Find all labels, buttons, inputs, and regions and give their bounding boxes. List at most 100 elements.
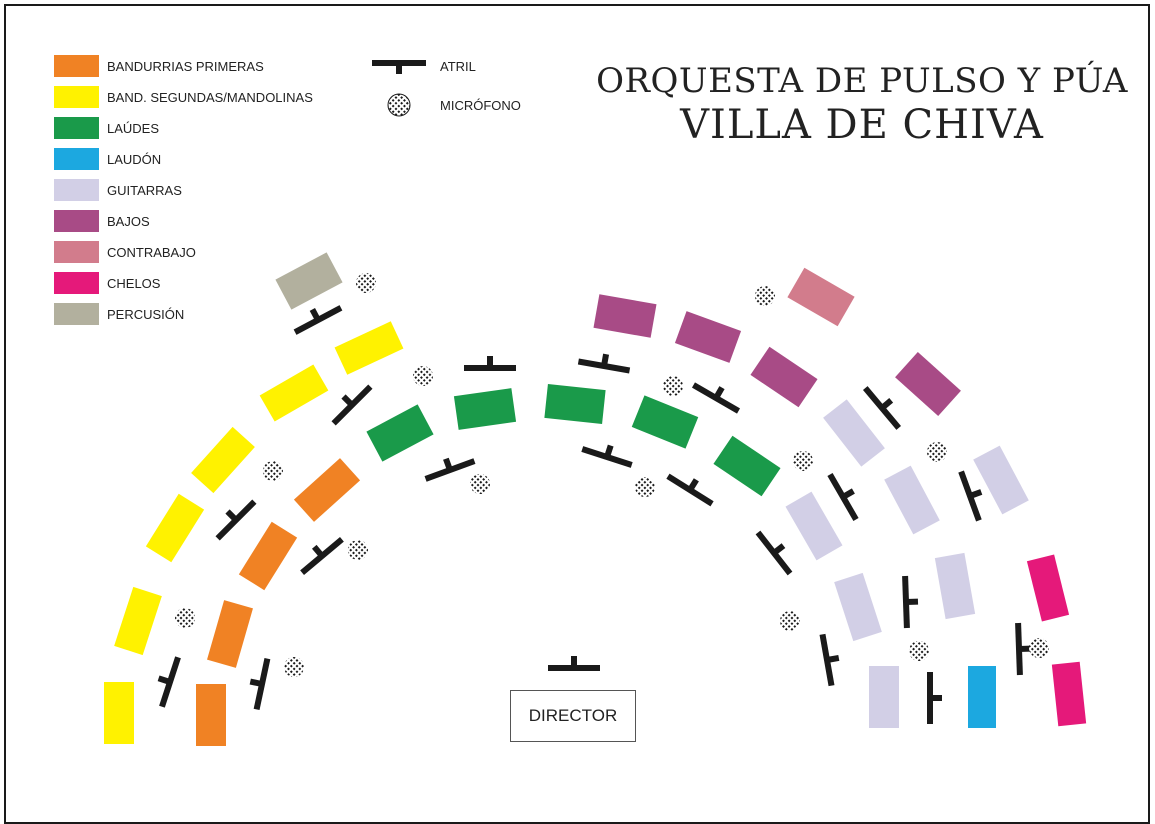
legend-label: CONTRABAJO: [107, 245, 196, 260]
title-line-1: ORQUESTA DE PULSO Y PÚA: [596, 60, 1128, 101]
seat-segundas: [191, 426, 255, 494]
seat-laudes: [453, 388, 517, 430]
microphone-icon: [348, 540, 368, 560]
microphone-icon: [175, 608, 195, 628]
microphone-icon: [635, 477, 655, 497]
seat-laudes: [366, 404, 434, 462]
seat-laudes: [631, 395, 699, 449]
microphone-icon: [780, 611, 800, 631]
director-label: DIRECTOR: [528, 706, 618, 725]
seat-bandurrias-primeras: [196, 684, 226, 746]
seat-chelos: [1026, 554, 1070, 622]
seat-bandurrias-primeras: [238, 521, 298, 591]
music-stands: [157, 305, 1032, 724]
seat-chelos: [1051, 661, 1087, 727]
music-stand-icon: [577, 353, 631, 374]
music-stand-icon: [293, 305, 343, 335]
legend-swatch: [54, 210, 99, 232]
music-stand-icon: [249, 657, 271, 711]
seat-segundas: [145, 493, 205, 563]
seat-guitarras: [973, 445, 1029, 515]
title-line-2: VILLA DE CHIVA: [679, 102, 1044, 148]
legend-label: PERCUSIÓN: [107, 307, 184, 322]
seats: [104, 252, 1087, 746]
seat-bajos: [593, 294, 657, 338]
music-stand-icon: [862, 386, 902, 430]
legend-swatch: [54, 86, 99, 108]
legend-item-laudon: LAUDÓN: [54, 148, 161, 170]
legend-label: GUITARRAS: [107, 183, 182, 198]
legend-swatch: [54, 55, 99, 77]
legend-label: CHELOS: [107, 276, 161, 291]
legend-swatch: [54, 117, 99, 139]
music-stand-icon: [819, 633, 840, 687]
microphone-icon: [909, 641, 929, 661]
legend-item-bajos: BAJOS: [54, 210, 150, 232]
seat-guitarras: [934, 552, 976, 620]
music-stand-icon: [691, 382, 741, 414]
seat-bandurrias-primeras: [293, 458, 361, 522]
seat-bandurrias-primeras: [207, 600, 253, 668]
seat-percusion: [275, 252, 343, 310]
microphone-icon: [284, 657, 304, 677]
director-box: DIRECTOR: [510, 690, 636, 742]
seat-guitarras: [823, 399, 885, 467]
legend-swatch: [54, 272, 99, 294]
seat-segundas: [104, 682, 134, 744]
seat-guitarras: [884, 465, 940, 535]
legend-item-percusion: PERCUSIÓN: [54, 303, 184, 325]
microphone-icon: [793, 451, 813, 471]
music-stand-icon: [1015, 622, 1032, 676]
music-stand-icon: [424, 457, 476, 482]
seat-contrabajo: [787, 267, 855, 327]
legend-swatch: [54, 241, 99, 263]
legend-item-bandurrias-primeras: BANDURRIAS PRIMERAS: [54, 55, 264, 77]
legend-item-chelos: CHELOS: [54, 272, 161, 294]
microphone-icon: [1029, 638, 1049, 658]
seat-laudes: [713, 435, 781, 497]
microphone-icon: [470, 474, 490, 494]
legend: BANDURRIAS PRIMERAS BAND. SEGUNDAS/MANDO…: [54, 55, 521, 325]
microphone-icon: [755, 286, 775, 306]
microphone-icon: [663, 376, 683, 396]
legend-item-atril: ATRIL: [372, 59, 476, 74]
legend-label: BANDURRIAS PRIMERAS: [107, 59, 264, 74]
legend-label: ATRIL: [440, 59, 476, 74]
legend-label: BAJOS: [107, 214, 150, 229]
seat-bajos: [674, 311, 742, 363]
microphone-icon: [413, 366, 433, 386]
music-stand-icon: [581, 444, 633, 468]
seat-guitarras: [869, 666, 899, 728]
legend-label: LAUDÓN: [107, 152, 161, 167]
seat-bajos: [750, 346, 818, 408]
seat-guitarras: [785, 491, 843, 561]
microphone-icon: [356, 273, 376, 293]
music-stand-icon: [464, 356, 516, 371]
seat-laudes: [544, 384, 606, 424]
legend-swatch: [54, 179, 99, 201]
music-stand-icon: [300, 536, 344, 576]
legend-item-guitarras: GUITARRAS: [54, 179, 182, 201]
seat-segundas: [259, 364, 329, 422]
music-stand-icon: [215, 499, 257, 541]
music-stand-icon: [666, 473, 714, 507]
legend-label: MICRÓFONO: [440, 98, 521, 113]
microphone-icon: [927, 442, 947, 462]
legend-label: BAND. SEGUNDAS/MANDOLINAS: [107, 90, 313, 105]
music-stand-icon: [372, 60, 426, 74]
microphone-icon: [387, 93, 411, 117]
legend-label: LAÚDES: [107, 121, 159, 136]
legend-item-contrabajo: CONTRABAJO: [54, 241, 196, 263]
music-stand-icon: [902, 575, 919, 629]
seat-segundas: [334, 321, 404, 375]
music-stand-icon: [755, 530, 793, 576]
legend-swatch: [54, 303, 99, 325]
microphone-icon: [263, 461, 283, 481]
music-stand-icon: [157, 656, 181, 708]
legend-item-laudes: LAÚDES: [54, 117, 159, 139]
seat-segundas: [114, 586, 162, 656]
microphones: [175, 273, 1049, 677]
seat-guitarras: [834, 572, 882, 642]
music-stand-icon: [548, 656, 600, 671]
